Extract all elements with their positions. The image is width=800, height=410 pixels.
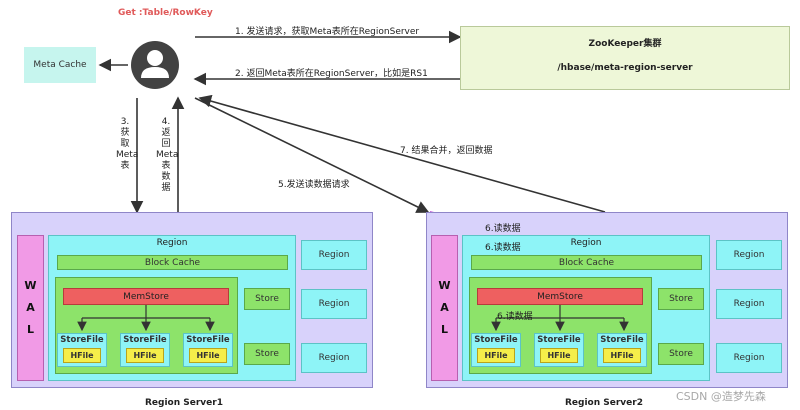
step7-label: 7. 结果合并，返回数据 xyxy=(400,146,493,156)
meta-cache-label: Meta Cache xyxy=(33,60,87,70)
client-request-label: Get :Table/RowKey xyxy=(118,8,213,18)
server2-store-1: Store xyxy=(658,288,704,310)
zookeeper-path: /hbase/meta-region-server xyxy=(557,63,693,73)
watermark: CSDN @造梦先森 xyxy=(676,390,766,403)
user-icon xyxy=(130,40,180,90)
server1-memstore: MemStore xyxy=(63,288,229,305)
server2-region-2: Region xyxy=(716,240,782,270)
step5-label: 5.发送读数据请求 xyxy=(278,180,350,190)
server2-region-4: Region xyxy=(716,343,782,373)
step2-label: 2. 返回Meta表所在RegionServer，比如是RS1 xyxy=(235,69,428,79)
step7-arrow xyxy=(198,94,606,213)
step5-arrow xyxy=(194,97,430,213)
server2-block-cache: Block Cache xyxy=(471,255,702,270)
server2-region-3: Region xyxy=(716,289,782,319)
server1-store-2: Store xyxy=(244,343,290,365)
server2-memstore: MemStore xyxy=(477,288,643,305)
server1-store-1: Store xyxy=(244,288,290,310)
server2-store-2: Store xyxy=(658,343,704,365)
server1-block-cache: Block Cache xyxy=(57,255,288,270)
step1-label: 1. 发送请求，获取Meta表所在RegionServer xyxy=(235,27,420,37)
server1-region-4: Region xyxy=(301,343,367,373)
zookeeper-title: ZooKeeper集群 xyxy=(588,39,662,49)
server1-name: Region Server1 xyxy=(145,398,223,408)
meta-cache-box: Meta Cache xyxy=(24,47,96,83)
read-label-3: 6.读数据 xyxy=(497,312,533,322)
server1-region-title: Region xyxy=(156,238,188,248)
server2-name: Region Server2 xyxy=(565,398,643,408)
zookeeper-box: ZooKeeper集群 /hbase/meta-region-server xyxy=(460,26,790,90)
server1-region-2: Region xyxy=(301,240,367,270)
server1-region-3: Region xyxy=(301,289,367,319)
read-label-2: 6.读数据 xyxy=(485,243,521,253)
read-label-1: 6.读数据 xyxy=(485,224,521,234)
server2-region-title: Region xyxy=(570,238,602,248)
